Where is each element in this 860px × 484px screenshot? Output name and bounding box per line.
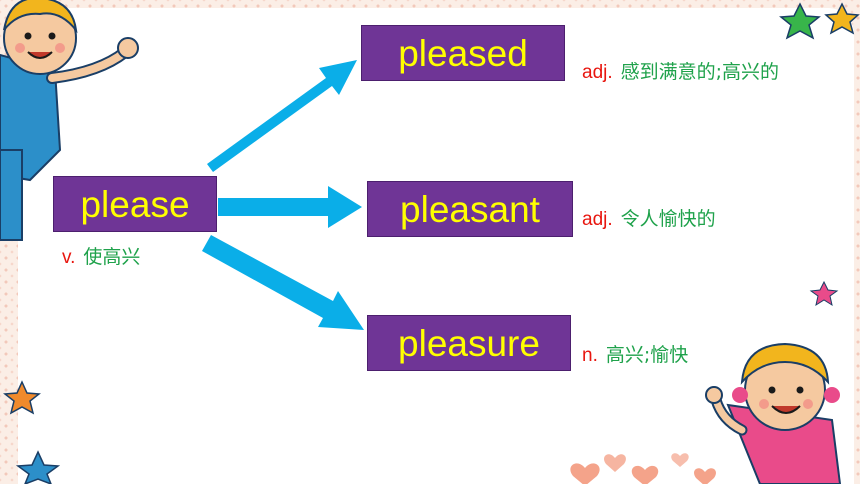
base-pos: v. bbox=[62, 247, 76, 268]
girl-cartoon bbox=[705, 342, 842, 484]
arrow-to-pleasure bbox=[202, 235, 364, 330]
base-word: please bbox=[80, 183, 190, 225]
derived-word-box-pleasure: pleasure bbox=[367, 315, 571, 371]
base-meaning: 使高兴 bbox=[83, 246, 141, 268]
derived-word: pleasant bbox=[400, 188, 540, 230]
base-word-box: please bbox=[53, 176, 217, 232]
derived-pos: adj. bbox=[582, 62, 613, 83]
boy-cartoon bbox=[0, 0, 139, 241]
arrow-to-pleased bbox=[207, 60, 357, 172]
derived-pos: adj. bbox=[582, 209, 613, 230]
derived-word-box-pleased: pleased bbox=[361, 25, 565, 81]
derived-note-pleasure: n. 高兴;愉快 bbox=[582, 340, 688, 367]
derived-word: pleasure bbox=[398, 322, 540, 364]
derived-word-box-pleasant: pleasant bbox=[367, 181, 573, 237]
arrow-to-pleasant bbox=[218, 186, 362, 228]
star-icon bbox=[3, 2, 860, 484]
derived-note-pleasant: adj. 令人愉快的 bbox=[582, 204, 716, 231]
derived-meaning: 感到满意的;高兴的 bbox=[620, 61, 780, 83]
derived-word: pleased bbox=[398, 32, 528, 74]
base-note: v. 使高兴 bbox=[62, 242, 140, 269]
derived-meaning: 高兴;愉快 bbox=[605, 344, 689, 366]
derived-pos: n. bbox=[582, 345, 598, 366]
derived-meaning: 令人愉快的 bbox=[620, 208, 716, 230]
heart-icon bbox=[570, 453, 716, 484]
derived-note-pleased: adj. 感到满意的;高兴的 bbox=[582, 57, 779, 84]
